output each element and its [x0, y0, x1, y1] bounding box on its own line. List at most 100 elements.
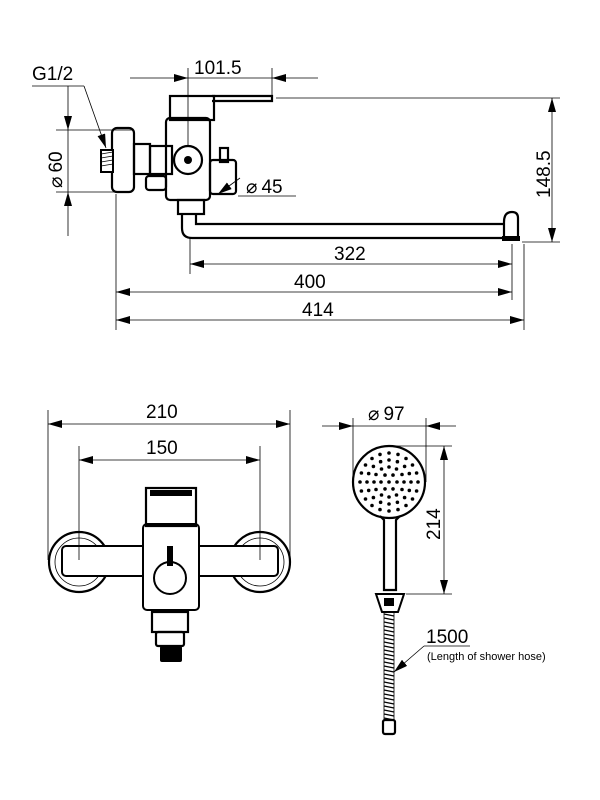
cartridge-cap — [168, 94, 216, 122]
hose-coil — [383, 621, 395, 625]
front-spout-nut — [150, 610, 190, 634]
shower-outlet — [144, 174, 168, 192]
hose-coil — [383, 629, 395, 633]
nozzle-dot — [371, 495, 376, 500]
eccentric-nut — [132, 142, 152, 176]
nozzle-dot — [358, 480, 362, 484]
dim-value-150: 150 — [146, 438, 178, 459]
front-cartridge — [144, 486, 198, 528]
hose-coil — [383, 681, 395, 685]
hose-coil — [383, 649, 395, 653]
dim-value-414: 414 — [302, 300, 334, 321]
nozzle-dot — [414, 489, 419, 493]
hose-coil — [383, 669, 395, 673]
nozzle-dot — [387, 509, 391, 513]
nozzle-dot — [378, 459, 383, 464]
nozzle-dot — [387, 451, 391, 455]
nozzle-dot — [365, 480, 369, 484]
spout-nut — [176, 198, 206, 216]
diameter-symbol-97: ⌀ — [368, 404, 379, 425]
dim-value-1500: 1500 — [426, 627, 468, 648]
hose-coil — [383, 673, 395, 677]
hose-coil — [383, 633, 395, 637]
nozzle-dot — [387, 465, 391, 469]
hose-coil — [383, 701, 395, 705]
hose-coil — [383, 625, 395, 629]
nozzle-dot — [410, 497, 415, 501]
nozzle-dot — [374, 487, 378, 492]
hose-coil — [383, 709, 395, 713]
dim-text-60: ⌀ 60 — [46, 151, 67, 188]
hose-coil — [383, 613, 395, 617]
nozzle-dot — [378, 452, 382, 457]
nozzle-dot — [391, 487, 395, 491]
hose-coil — [383, 653, 395, 657]
nozzle-dot — [363, 463, 368, 467]
dim-value-101: 101.5 — [194, 58, 242, 79]
front-handle — [150, 490, 192, 496]
diverter-housing — [208, 158, 238, 196]
nozzle-dot — [407, 471, 412, 476]
nozzle-dot — [395, 480, 399, 484]
hose-coil — [383, 645, 395, 649]
nozzle-dot — [378, 500, 383, 505]
dim-value-60: 60 — [46, 151, 67, 172]
aerator — [502, 236, 520, 241]
hose-coil — [383, 689, 395, 693]
nozzle-dot — [414, 471, 419, 475]
nozzle-dot — [416, 480, 420, 484]
nozzle-dot — [379, 493, 384, 497]
nozzle-dot — [400, 472, 404, 477]
front-diverter-pin — [167, 546, 173, 566]
hose-coil — [383, 697, 395, 701]
nozzle-dot — [395, 459, 400, 464]
dim-value-45: 45 — [261, 177, 282, 198]
dim-value-97: 97 — [383, 404, 404, 425]
shower-handle — [379, 515, 401, 592]
nozzle-dot — [387, 495, 391, 499]
nozzle-dot — [395, 500, 400, 505]
nozzle-dot — [387, 502, 391, 506]
dim-value-214: 214 — [424, 508, 445, 540]
nozzle-dot — [387, 480, 391, 484]
hose-coil — [383, 657, 395, 661]
nozzle-dot — [371, 464, 376, 469]
nozzle-dot — [379, 467, 384, 471]
nozzle-dot — [383, 473, 387, 477]
nozzle-dot — [404, 503, 408, 508]
front-view: 210 150 — [47, 402, 292, 662]
side-view: G1/2 ⌀60 101.5 148.5 ⌀45 322 — [32, 58, 560, 330]
diameter-symbol-45: ⌀ — [246, 177, 257, 198]
shower-view: ⌀97 214 1500 (Length of shower hose) — [322, 404, 546, 736]
nozzle-dot — [383, 487, 387, 491]
nozzle-dot — [410, 463, 415, 467]
hose-coil — [383, 685, 395, 689]
dim-value-210: 210 — [146, 402, 178, 423]
hose-coil — [383, 617, 395, 621]
spout — [180, 210, 520, 240]
nozzle-dot — [396, 452, 400, 457]
dim-value-400: 400 — [294, 272, 326, 293]
nozzle-dot — [407, 488, 412, 493]
nozzle-dot — [400, 487, 404, 492]
dim-value-148: 148.5 — [534, 150, 555, 198]
nozzle-dot — [409, 480, 413, 484]
nozzle-dot — [363, 497, 368, 501]
nozzle-dot — [394, 467, 399, 471]
nozzle-dot — [379, 480, 383, 484]
hose-coil — [383, 641, 395, 645]
diameter-symbol: ⌀ — [46, 177, 67, 188]
wall-flange — [110, 126, 136, 194]
hose-note: (Length of shower hose) — [427, 651, 546, 663]
dim-text-45: ⌀45 — [246, 177, 283, 198]
nozzle-dot — [359, 489, 364, 493]
nozzle-dot — [404, 456, 408, 461]
nozzle-dot — [359, 471, 364, 475]
shower-hose — [383, 612, 395, 721]
hose-coil — [383, 705, 395, 709]
nozzle-dot — [372, 480, 376, 484]
nozzle-dot — [370, 456, 374, 461]
nozzle-dot — [378, 507, 382, 512]
nozzle-dot — [366, 488, 371, 493]
